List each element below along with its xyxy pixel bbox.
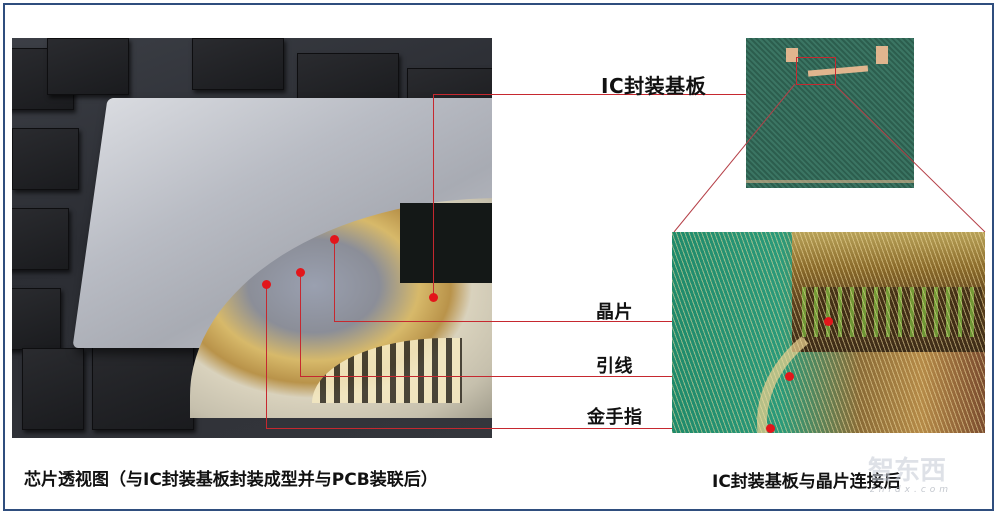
- callout-line-die: [334, 239, 335, 321]
- substrate-pad: [786, 48, 798, 62]
- memory-chip: [12, 208, 69, 270]
- zoom-region-box: [796, 57, 836, 85]
- substrate-shadow: [400, 203, 492, 283]
- substrate-pad-row: [746, 180, 914, 183]
- callout-dot-goldfinger: [262, 280, 271, 289]
- memory-chip: [12, 288, 61, 350]
- watermark-url: zhidx.com: [870, 485, 953, 495]
- label-wire: 引线: [596, 356, 633, 377]
- label-ic-substrate: IC封装基板: [601, 74, 707, 98]
- callout-line-goldfinger: [266, 284, 267, 428]
- callout-dot-die: [330, 235, 339, 244]
- callout-line-wire: [300, 376, 789, 377]
- callout-line-wire: [300, 272, 301, 376]
- callout-line-substrate: [433, 94, 434, 297]
- callout-line-substrate: [433, 94, 760, 95]
- callout-dot-die-closeup: [824, 317, 833, 326]
- left-caption: 芯片透视图（与IC封装基板封装成型并与PCB装联后）: [24, 470, 438, 490]
- watermark-logo: 智东西: [868, 456, 947, 486]
- memory-chip: [22, 348, 84, 430]
- substrate-die-closeup-photo: [672, 232, 985, 433]
- memory-chip: [12, 128, 79, 190]
- chip-perspective-photo: [12, 38, 492, 438]
- memory-chip: [297, 53, 399, 105]
- ic-substrate-photo: [746, 38, 914, 188]
- right-caption: IC封装基板与晶片连接后: [712, 472, 901, 492]
- callout-dot-wire: [296, 268, 305, 277]
- callout-dot-wire-closeup: [785, 372, 794, 381]
- callout-line-die: [334, 321, 828, 322]
- callout-dot-substrate: [429, 293, 438, 302]
- bond-wires: [672, 232, 985, 433]
- memory-chip: [47, 38, 129, 95]
- label-gold-finger: 金手指: [587, 407, 643, 428]
- memory-chip: [192, 38, 284, 90]
- label-die: 晶片: [596, 302, 633, 323]
- callout-dot-goldfinger-closeup: [766, 424, 775, 433]
- callout-line-goldfinger: [266, 428, 770, 429]
- substrate-pad: [876, 46, 888, 64]
- memory-chip: [92, 338, 194, 430]
